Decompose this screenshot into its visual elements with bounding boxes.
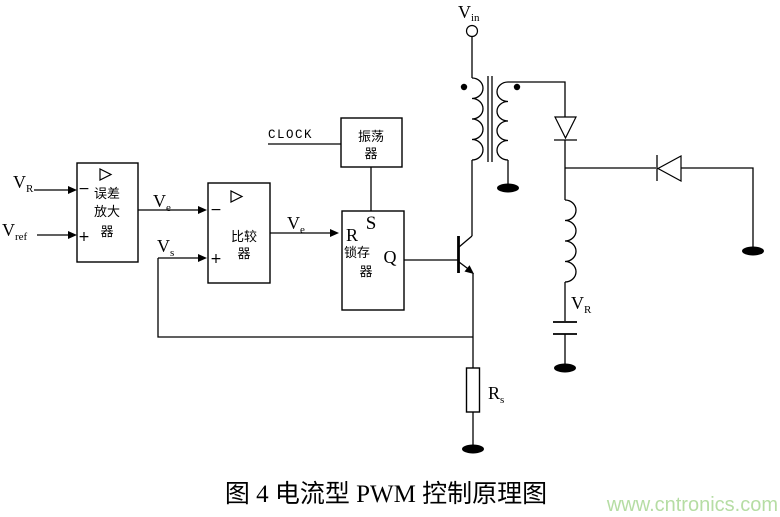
ground-symbol-capacitor: [554, 363, 576, 373]
ground-symbol-d2: [742, 246, 764, 256]
reference-inputs: V R V ref: [2, 172, 77, 243]
error-amp-opamp-icon: [99, 168, 113, 181]
transformer: [460, 76, 566, 193]
error-amplifier-block: − + 误差 放大 器: [76, 162, 139, 263]
latch-set-label: S: [366, 213, 377, 234]
vs-label: V: [157, 236, 170, 256]
secondary-polarity-dot: [513, 83, 521, 91]
ground-symbol-secondary: [497, 183, 519, 193]
ve-comp-out-arrow: [330, 229, 339, 237]
comparator-label-line1: 比较: [231, 229, 257, 244]
vs-feedback-wire: [157, 258, 473, 338]
output-rectifier: V R: [553, 116, 764, 373]
vin-label: V: [458, 2, 471, 22]
output-inductor: [564, 199, 577, 283]
vref-input-arrow: [68, 231, 77, 239]
ve-comp-out-label-subscript: e: [300, 224, 305, 236]
error-amp-label-line2: 放大: [94, 204, 120, 219]
ve-error-out-net: V e: [138, 191, 207, 214]
latch-block: S R Q 锁存 器: [341, 210, 458, 311]
rs-label: R: [488, 383, 500, 403]
diode-d2: [656, 154, 682, 183]
error-amp-label-line1: 误差: [94, 186, 120, 201]
error-amp-plus-sign: +: [78, 229, 90, 245]
oscillator-label-line2: 器: [364, 146, 377, 161]
vin-terminal-circle: [465, 24, 479, 38]
transformer-primary-winding: [471, 77, 484, 161]
error-amp-minus-sign: −: [78, 181, 90, 197]
vr-input-arrow: [68, 186, 77, 194]
latch-reset-label: R: [346, 225, 358, 245]
transformer-secondary-winding: [496, 81, 509, 161]
secondary-top-wire: [508, 81, 566, 117]
comparator-minus-sign: −: [210, 202, 222, 218]
primary-polarity-dot: [460, 83, 468, 91]
ve-error-out-label-subscript: e: [166, 202, 171, 214]
error-amp-label-line3: 器: [100, 224, 113, 239]
vr-output-label-subscript: R: [584, 304, 592, 316]
vref-input-label-subscript: ref: [15, 231, 28, 243]
vr-output-label: V: [571, 293, 584, 313]
switch-transistor: [457, 160, 474, 368]
diode-d1: [554, 116, 577, 140]
ground-symbol-rs: [462, 444, 484, 454]
ve-comp-out-net: V e: [270, 213, 339, 237]
comparator-label-line2: 器: [237, 246, 250, 261]
latch-label-line1: 锁存: [344, 245, 370, 260]
ve-error-out-arrow: [198, 206, 207, 214]
vs-feedback-net: V s: [157, 236, 473, 338]
oscillator-label-line1: 振荡: [358, 129, 384, 144]
vr-input-label-subscript: R: [26, 183, 34, 195]
vin-label-subscript: in: [471, 12, 480, 24]
oscillator-box: [340, 117, 403, 168]
vref-input-label: V: [2, 220, 15, 240]
vs-arrow: [198, 254, 207, 262]
collector-lead: [458, 235, 473, 248]
resistor-rs-body: [465, 367, 481, 413]
oscillator-block: CLOCK 振荡 器: [268, 117, 403, 211]
d2-to-ground-wire: [681, 167, 754, 247]
sense-resistor: R s: [462, 367, 504, 454]
error-amp-box: [76, 162, 139, 263]
ve-error-out-label: V: [153, 191, 166, 211]
comparator-box: [207, 182, 271, 284]
watermark-text: www.cntronics.com: [606, 494, 778, 516]
vs-label-subscript: s: [170, 247, 174, 259]
latch-output-label: Q: [384, 247, 397, 267]
comparator-opamp-icon: [230, 190, 244, 203]
latch-label-line2: 器: [359, 264, 372, 279]
vr-input-label: V: [13, 172, 26, 192]
comparator-block: − + 比较 器: [207, 182, 271, 284]
figure-caption: 图 4 电流型 PWM 控制原理图: [225, 480, 547, 508]
comparator-plus-sign: +: [210, 251, 222, 267]
rs-label-subscript: s: [500, 394, 504, 406]
clock-label: CLOCK: [268, 128, 313, 142]
emitter-arrow: [464, 265, 474, 274]
vin-terminal: V in: [458, 2, 480, 78]
ve-comp-out-label: V: [287, 213, 300, 233]
